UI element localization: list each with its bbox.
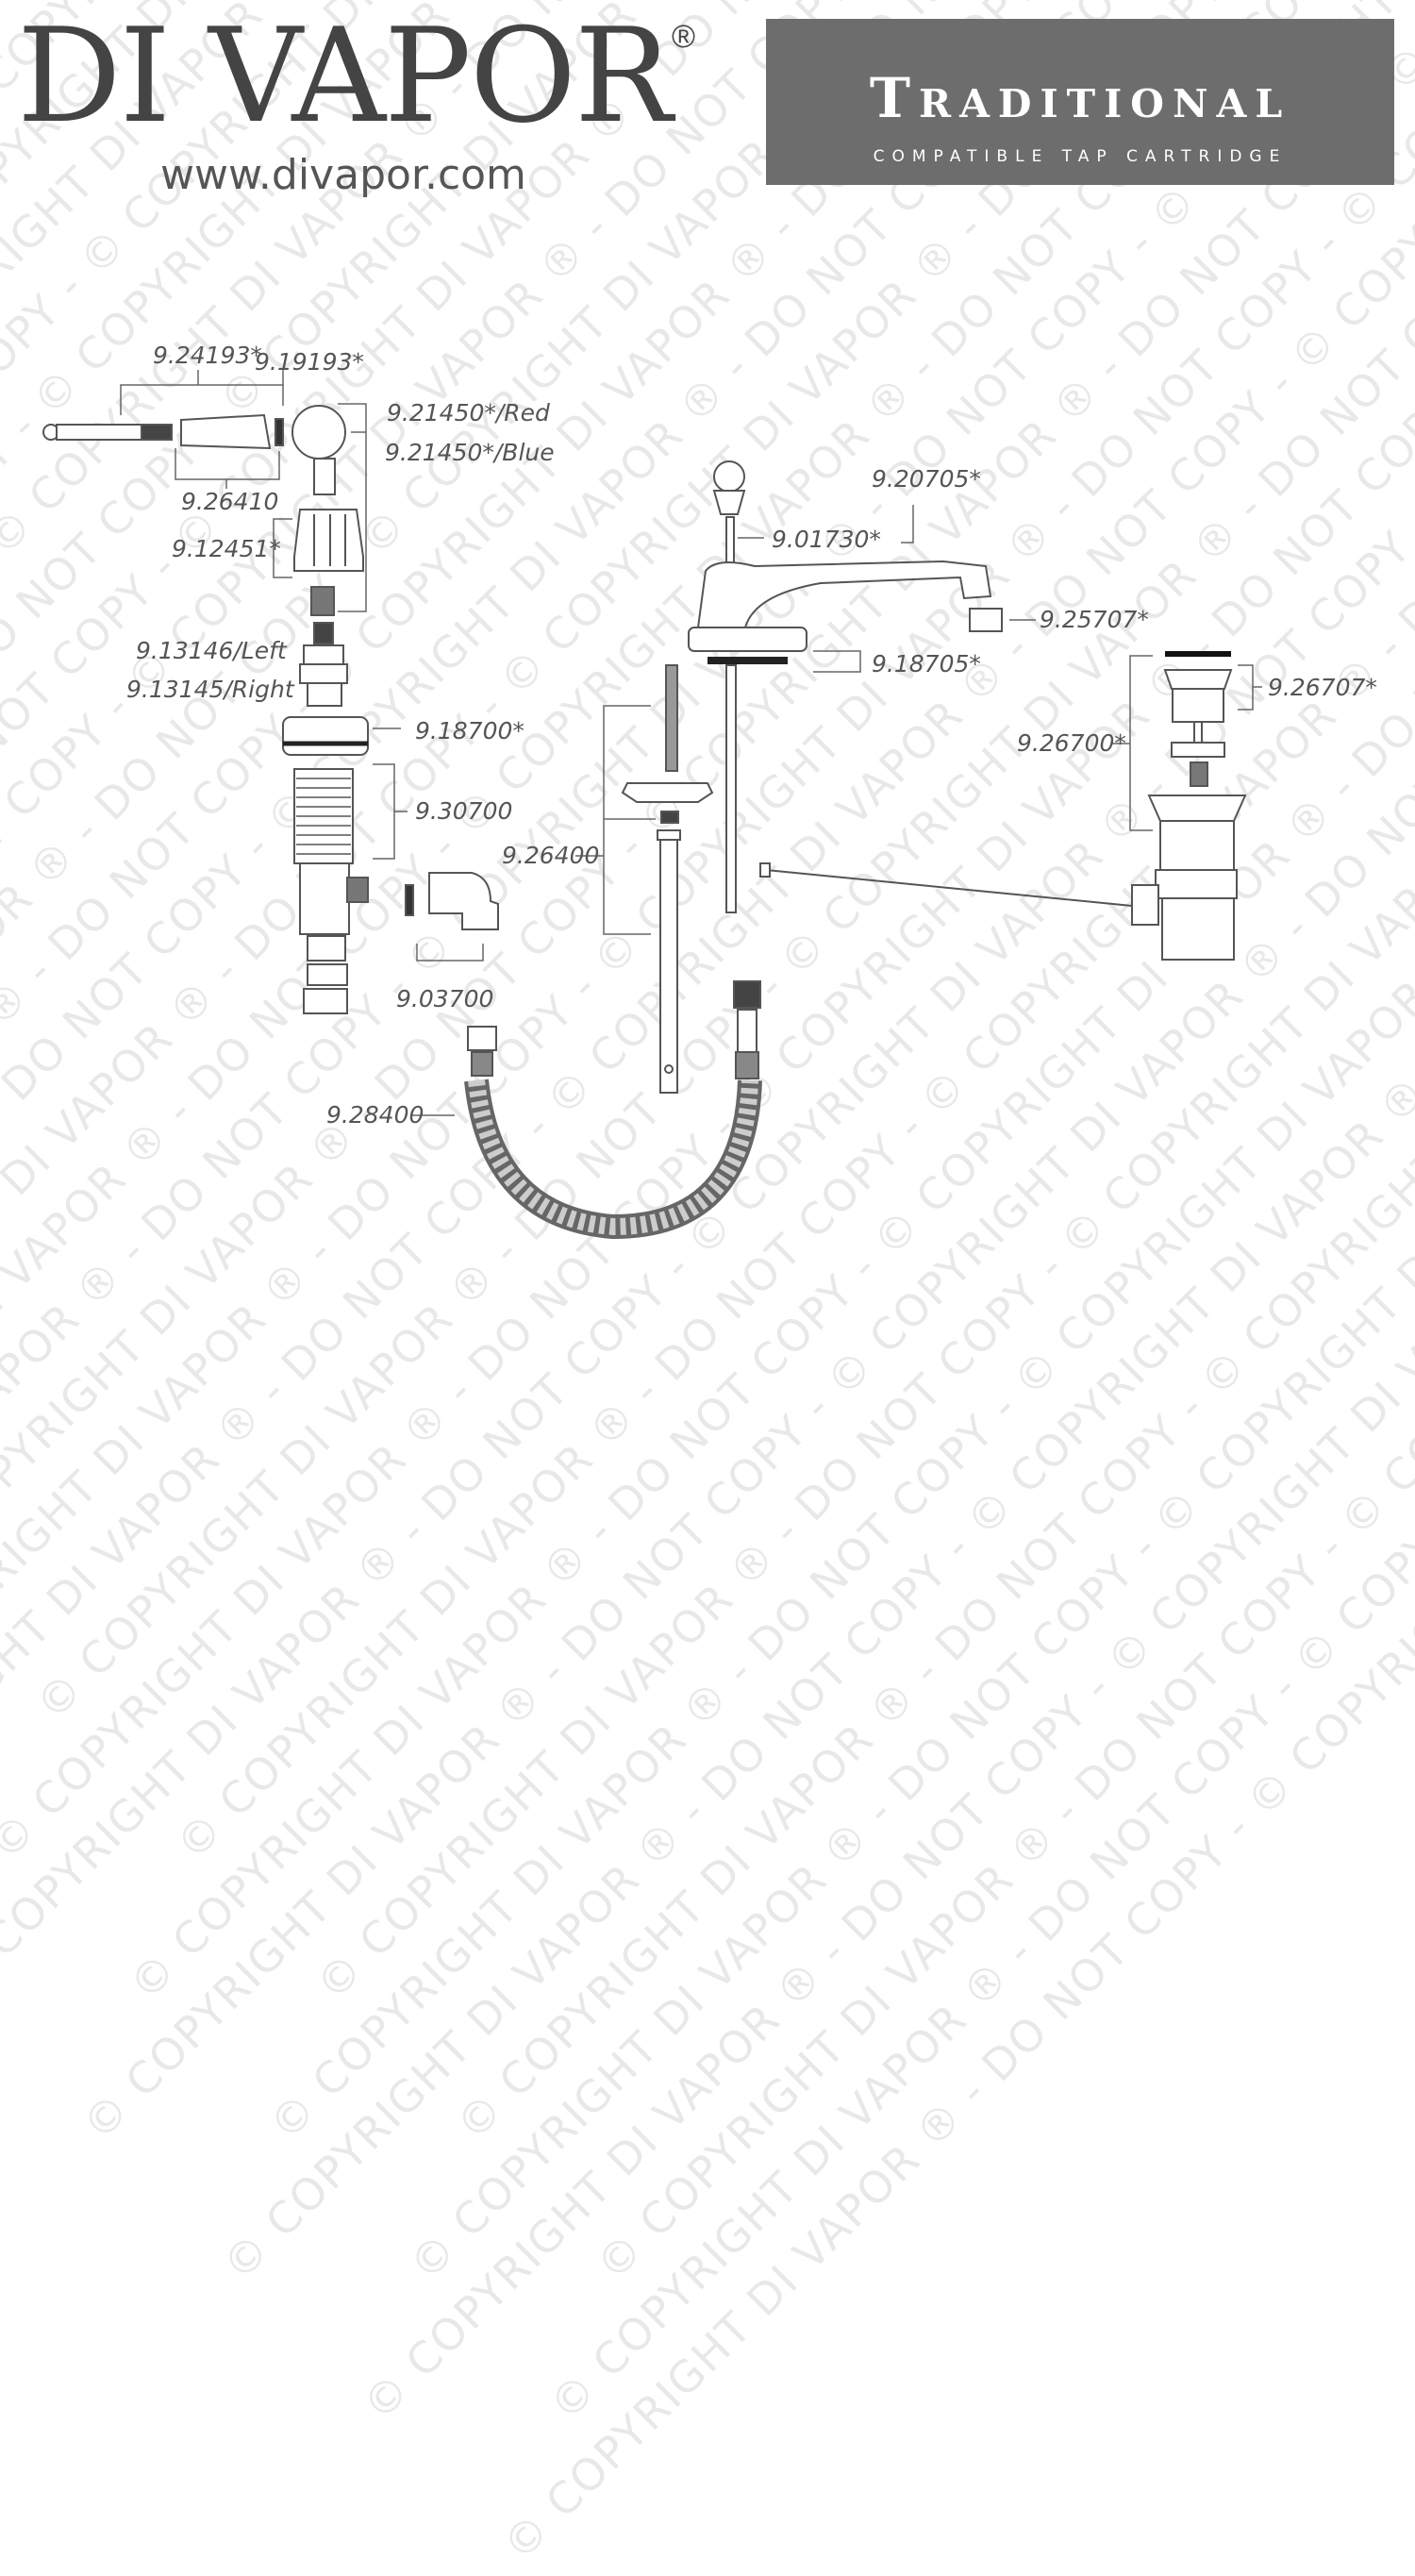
label-9-26700: 9.26700*: [1017, 729, 1126, 757]
spindle-part: [310, 586, 335, 616]
mounting-bolt-part: [621, 664, 714, 1094]
handle-screw-part: [42, 424, 173, 441]
flexible-hose-part: [464, 980, 762, 1240]
exploded-parts-diagram: 9.24193* 9.19193* 9.21450*/Red 9.21450*/…: [42, 342, 1377, 1240]
website-url: www.divapor.com: [160, 151, 526, 199]
label-9-21450-blue: 9.21450*/Blue: [385, 439, 555, 466]
leader-lines: [120, 370, 1262, 1116]
label-9-13145-right: 9.13145/Right: [126, 676, 295, 703]
label-9-01730: 9.01730*: [772, 526, 881, 553]
tailpiece-rod-part: [725, 664, 737, 913]
label-9-20705: 9.20705*: [872, 465, 981, 493]
brand-name: DI VAPOR: [17, 0, 673, 152]
label-9-18700: 9.18700*: [415, 717, 524, 744]
label-9-13146-left: 9.13146/Left: [136, 637, 288, 664]
label-9-26400: 9.26400: [502, 842, 599, 869]
label-9-26410: 9.26410: [181, 488, 278, 515]
elbow-connector-part: [405, 872, 499, 930]
shroud-part: [293, 509, 364, 572]
waste-plug-part: [1163, 651, 1233, 787]
handle-hub-part: [291, 405, 346, 495]
label-9-28400: 9.28400: [326, 1101, 424, 1129]
label-9-26707: 9.26707*: [1268, 674, 1377, 701]
spout-body-part: [688, 560, 992, 664]
label-9-12451: 9.12451*: [172, 535, 281, 562]
label-9-25707: 9.25707*: [1040, 606, 1149, 633]
label-9-19193: 9.19193*: [255, 348, 364, 376]
brand-logo: DI VAPOR: [17, 0, 673, 152]
product-banner: Traditional COMPATIBLE TAP CARTRIDGE: [766, 19, 1394, 185]
label-9-21450-red: 9.21450*/Red: [387, 399, 550, 427]
valve-body-part: [293, 768, 369, 1014]
cartridge-part: [299, 622, 348, 707]
label-9-03700: 9.03700: [396, 985, 493, 1012]
banner-title: Traditional: [869, 66, 1291, 130]
pop-up-rod-part: [759, 862, 1133, 907]
spout-knob-part: [712, 460, 746, 565]
waste-body-part: [1131, 795, 1247, 961]
banner-subtitle: COMPATIBLE TAP CARTRIDGE: [873, 147, 1288, 166]
label-9-30700: 9.30700: [415, 797, 512, 825]
lever-handle-part: [180, 413, 272, 450]
label-9-24193: 9.24193*: [153, 342, 262, 369]
deck-flange-part: [282, 716, 369, 756]
aerator-part: [969, 608, 1003, 632]
label-9-18705: 9.18705*: [872, 650, 981, 677]
registered-mark: ®: [672, 19, 696, 55]
